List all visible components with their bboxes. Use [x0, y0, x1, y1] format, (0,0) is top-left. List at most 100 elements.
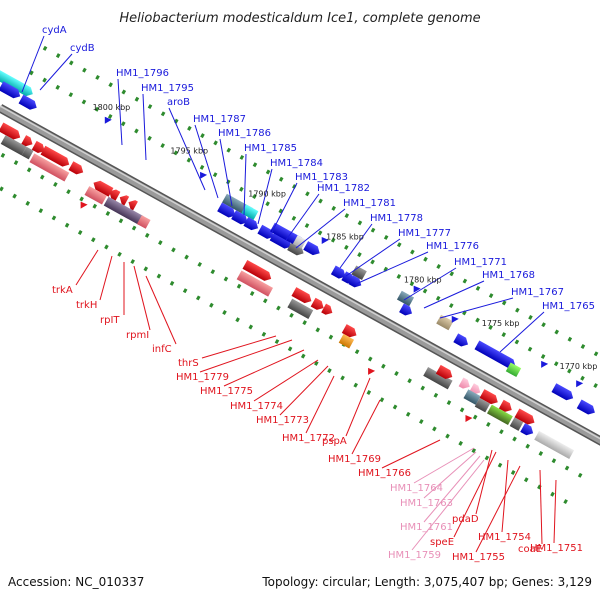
tick-mark: [328, 334, 334, 340]
tick-mark: [0, 186, 4, 192]
tick-mark: [53, 181, 58, 187]
tick-mark: [13, 160, 19, 166]
tick-mark: [357, 220, 363, 226]
leader-line: [199, 339, 293, 373]
gene-feature: [236, 270, 274, 297]
leader-line: [499, 311, 545, 353]
gene-feature: [291, 287, 312, 304]
tick-mark: [209, 302, 214, 308]
tick-mark: [515, 307, 520, 313]
tick-mark: [134, 96, 140, 102]
tick-mark: [459, 407, 465, 413]
leader-line: [133, 265, 151, 331]
gene-label: cydA: [42, 25, 67, 36]
tick-mark: [77, 230, 83, 235]
tick-mark: [327, 368, 332, 374]
tick-mark: [486, 421, 491, 427]
tick-mark: [29, 70, 34, 76]
leader-line: [117, 78, 123, 146]
gene-feature: [435, 364, 453, 379]
gene-label: HM1_1761: [400, 522, 453, 533]
tick-mark: [0, 152, 6, 158]
tick-mark: [248, 324, 254, 330]
gene-label: HM1_1764: [390, 483, 443, 494]
tick-mark: [300, 353, 306, 359]
gene-label: HM1_1778: [370, 213, 423, 224]
gene-feature: [119, 195, 130, 206]
tick-mark: [314, 360, 319, 366]
leader-line: [381, 439, 441, 469]
tick-rows: [0, 45, 599, 505]
gene-feature: [474, 397, 491, 413]
gene-feature: [269, 231, 292, 249]
tick-mark: [143, 266, 149, 272]
tick-mark: [396, 274, 402, 279]
tick-mark: [278, 176, 284, 182]
gene-label: HM1_1775: [200, 386, 253, 397]
gene-feature: [0, 122, 21, 140]
tick-mark: [315, 327, 321, 333]
tick-mark: [304, 223, 310, 229]
gene-feature: [231, 210, 248, 225]
tick-mark: [449, 303, 454, 309]
tick-mark: [554, 329, 559, 335]
tick-mark: [147, 135, 152, 141]
tick-mark: [184, 254, 189, 260]
tick-mark: [423, 256, 428, 262]
tick-mark: [92, 203, 98, 209]
gene-label: HM1_1769: [328, 454, 381, 465]
leader-line: [553, 479, 557, 544]
tick-mark: [261, 331, 267, 337]
gene-feature: [321, 303, 333, 315]
strand-marker: [451, 315, 459, 323]
tick-mark: [302, 320, 307, 326]
tick-mark: [210, 269, 216, 275]
tick-mark: [64, 222, 70, 228]
tick-mark: [171, 247, 176, 253]
gene-feature: [453, 333, 468, 347]
tick-mark: [488, 324, 493, 330]
tick-mark: [186, 157, 192, 163]
tick-mark: [55, 53, 61, 59]
gene-feature: [423, 367, 453, 390]
gene-feature: [396, 290, 415, 307]
leader-line: [243, 153, 247, 216]
tick-mark: [82, 67, 87, 73]
leader-line: [339, 223, 373, 269]
tick-mark: [265, 169, 271, 175]
leader-line: [423, 280, 485, 309]
leader-line: [285, 193, 320, 241]
tick-mark: [223, 276, 229, 282]
tick-mark: [249, 291, 255, 296]
tick-mark: [580, 375, 585, 381]
tick-mark: [197, 261, 202, 267]
tick-mark: [540, 353, 546, 359]
gene-label: HM1_1776: [426, 241, 479, 252]
leader-line: [201, 335, 277, 359]
tick-mark: [344, 244, 349, 250]
tick-mark: [95, 74, 100, 80]
gene-feature: [338, 333, 355, 349]
tick-mark: [131, 225, 137, 231]
leader-line: [142, 93, 147, 161]
tick-mark: [499, 429, 504, 435]
gene-label: trkH: [76, 300, 97, 311]
genome-summary: Topology: circular; Length: 3,075,407 bp…: [261, 575, 592, 589]
gene-feature: [509, 417, 524, 431]
leader-line: [403, 267, 457, 301]
gene-feature: [576, 399, 595, 415]
tick-mark: [12, 193, 17, 199]
genome-backbone: [0, 104, 600, 446]
tick-mark: [577, 472, 583, 478]
gene-label: thrS: [178, 358, 199, 369]
tick-mark: [471, 448, 477, 454]
gene-feature: [498, 399, 512, 412]
leader-line: [351, 399, 381, 455]
tick-mark: [42, 45, 48, 51]
gene-label: HM1_1766: [358, 468, 411, 479]
tick-mark: [446, 400, 452, 406]
tick-mark: [449, 271, 455, 277]
accession: Accession: NC_010337: [8, 575, 144, 589]
tick-mark: [407, 378, 412, 384]
